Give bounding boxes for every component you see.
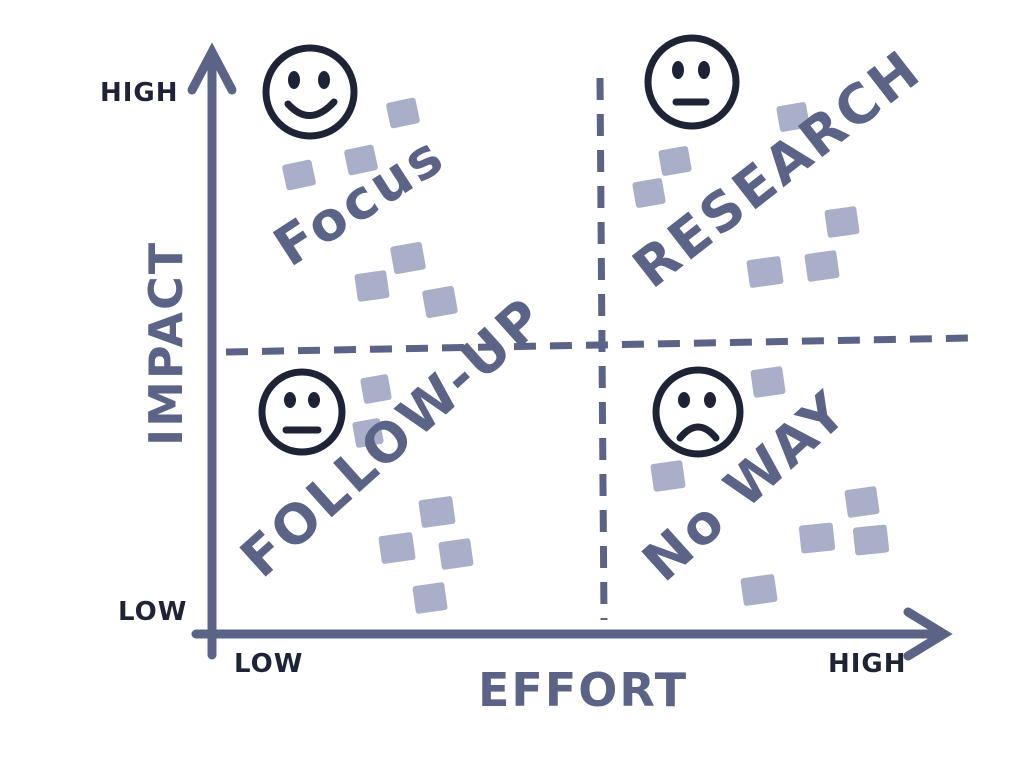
quadrant-dividers — [225, 77, 971, 621]
sticky-note — [844, 486, 880, 518]
sticky-note — [740, 574, 778, 606]
sticky-note — [776, 102, 810, 132]
y-axis-high-label: HIGH — [100, 78, 179, 108]
neutral-face-icon — [644, 34, 740, 130]
sticky-notes — [282, 97, 890, 614]
sticky-note — [418, 496, 456, 528]
sticky-note — [378, 532, 416, 564]
sticky-note — [386, 97, 420, 129]
y-axis-arrow-icon — [187, 42, 237, 95]
x-axis-high-label: HIGH — [828, 649, 907, 679]
quadrant-label-focus: Focus — [263, 123, 456, 279]
sticky-note — [354, 270, 390, 302]
sticky-note — [422, 285, 458, 319]
sticky-note — [852, 524, 890, 556]
sticky-note — [438, 538, 474, 570]
sticky-note — [344, 144, 378, 176]
neutral-face-icon — [258, 368, 346, 456]
sticky-note — [746, 256, 784, 288]
happy-face-icon — [262, 44, 358, 140]
sticky-note — [360, 374, 392, 404]
sticky-note — [650, 460, 686, 492]
x-axis-low-label: LOW — [234, 649, 303, 679]
y-axis-low-label: LOW — [118, 597, 187, 627]
axes — [187, 42, 953, 661]
vertical-divider — [596, 77, 608, 621]
x-axis-arrow-icon — [903, 607, 953, 661]
sticky-note — [632, 178, 666, 208]
sticky-note — [352, 418, 384, 448]
y-axis-title: IMPACT — [139, 241, 193, 446]
sticky-note — [824, 206, 860, 238]
sticky-note — [282, 159, 316, 191]
sticky-note — [798, 522, 836, 554]
x-axis-title: EFFORT — [478, 663, 688, 717]
sticky-note — [658, 146, 692, 176]
sad-face-icon — [652, 366, 744, 458]
sticky-note — [390, 241, 426, 275]
sticky-note — [412, 582, 448, 614]
sticky-note — [750, 366, 786, 398]
horizontal-divider — [225, 334, 971, 356]
sticky-note — [804, 250, 840, 282]
